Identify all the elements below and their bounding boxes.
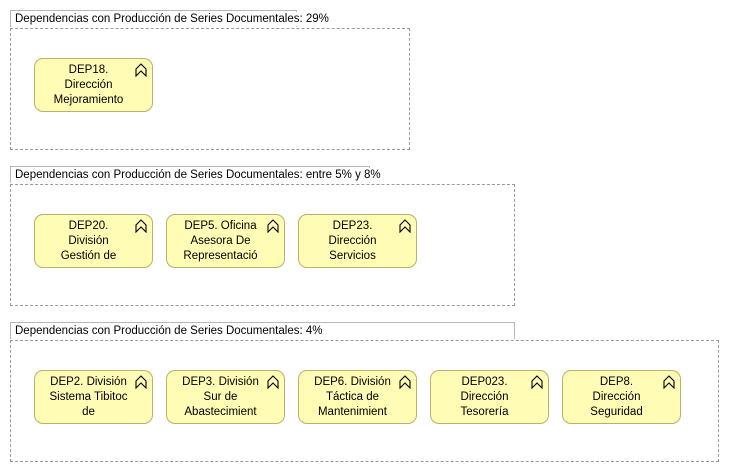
element-dep18[interactable]: DEP18. Dirección Mejoramiento bbox=[34, 58, 153, 112]
element-label: DEP6. División Táctica de Mantenimient bbox=[314, 376, 391, 418]
function-icon bbox=[267, 219, 279, 233]
group-label: Dependencias con Producción de Series Do… bbox=[15, 324, 325, 338]
function-icon bbox=[663, 375, 675, 389]
element-label: DEP23. Dirección Servicios bbox=[328, 220, 377, 262]
function-icon bbox=[135, 375, 147, 389]
function-icon bbox=[135, 63, 147, 77]
element-label: DEP8. Dirección Seguridad bbox=[590, 376, 643, 418]
element-dep8[interactable]: DEP8. Dirección Seguridad bbox=[562, 370, 681, 424]
element-label: DEP2. División Sistema Tibitoc de bbox=[49, 376, 128, 418]
group-4-percent[interactable] bbox=[10, 340, 719, 462]
group-29-percent[interactable] bbox=[10, 28, 410, 150]
element-dep5[interactable]: DEP5. Oficina Asesora De Representació bbox=[166, 214, 285, 268]
group-label: Dependencias con Producción de Series Do… bbox=[15, 12, 331, 26]
function-icon bbox=[531, 375, 543, 389]
element-dep2[interactable]: DEP2. División Sistema Tibitoc de bbox=[34, 370, 153, 424]
function-icon bbox=[135, 219, 147, 233]
element-label: DEP3. División Sur de Abastecimient bbox=[182, 376, 259, 418]
element-dep20[interactable]: DEP20. División Gestión de bbox=[34, 214, 153, 268]
function-icon bbox=[399, 219, 411, 233]
element-dep23[interactable]: DEP23. Dirección Servicios bbox=[298, 214, 417, 268]
group-5-8-percent[interactable] bbox=[10, 184, 515, 306]
element-label: DEP18. Dirección Mejoramiento bbox=[53, 64, 124, 106]
function-icon bbox=[267, 375, 279, 389]
function-icon bbox=[399, 375, 411, 389]
element-label: DEP023. Dirección Tesorería bbox=[460, 376, 509, 418]
group-label: Dependencias con Producción de Series Do… bbox=[15, 168, 383, 182]
element-label: DEP5. Oficina Asesora De Representació bbox=[183, 220, 258, 262]
element-dep3[interactable]: DEP3. División Sur de Abastecimient bbox=[166, 370, 285, 424]
element-dep6[interactable]: DEP6. División Táctica de Mantenimient bbox=[298, 370, 417, 424]
element-dep023[interactable]: DEP023. Dirección Tesorería bbox=[430, 370, 549, 424]
element-label: DEP20. División Gestión de bbox=[60, 220, 117, 262]
